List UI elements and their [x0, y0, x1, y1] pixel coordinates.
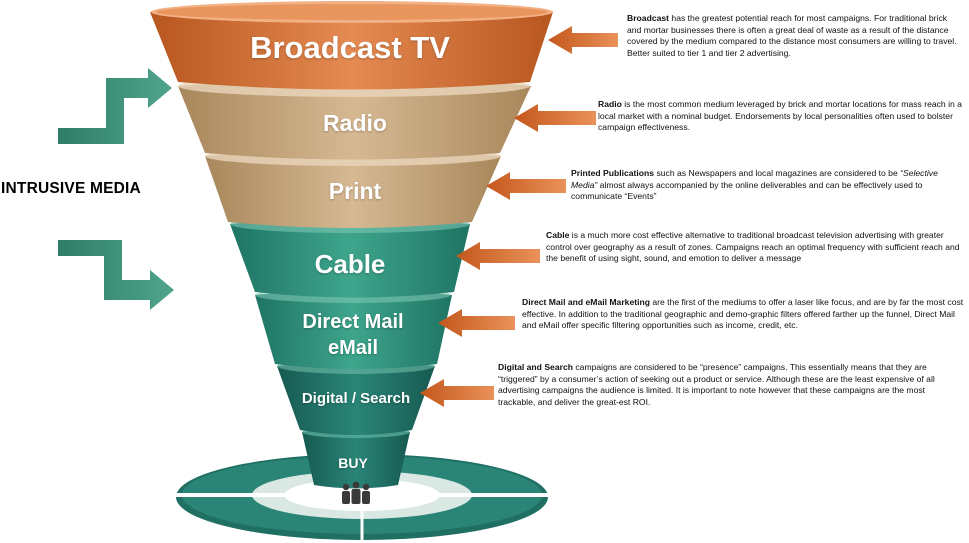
green-arrow-bottom [58, 240, 174, 310]
desc-print-body-2: almost always accompanied by the online … [571, 179, 923, 202]
desc-radio: Radio is the most common medium leverage… [598, 99, 964, 134]
desc-cable: Cable is a much more cost effective alte… [546, 230, 964, 265]
desc-print: Printed Publications such as Newspapers … [571, 168, 964, 203]
desc-broadcast-body: has the greatest potential reach for mos… [627, 13, 957, 58]
label-buy: BUY [338, 455, 368, 471]
desc-broadcast-lead: Broadcast [627, 13, 670, 23]
desc-print-emphasis: “Selective Media” [571, 168, 938, 190]
label-cable: Cable [314, 249, 386, 279]
desc-digital-body: campaigns are considered to be “presence… [498, 362, 935, 407]
desc-digital-lead: Digital and Search [498, 362, 573, 372]
desc-cable-lead: Cable [546, 230, 570, 240]
desc-radio-body: is the most common medium leveraged by b… [598, 99, 962, 133]
desc-print-body-1: such as Newspapers and local magazines a… [654, 168, 901, 178]
arrow-cable [456, 242, 540, 270]
label-radio: Radio [323, 110, 387, 136]
label-email: eMail [327, 337, 379, 359]
desc-broadcast: Broadcast has the greatest potential rea… [627, 13, 963, 59]
people-icon [342, 481, 370, 504]
label-print: Print [328, 178, 382, 204]
desc-cable-body: is a much more cost effective alternativ… [546, 230, 960, 264]
green-arrow-top [58, 68, 172, 144]
desc-print-lead: Printed Publications [571, 168, 655, 178]
arrow-print [486, 172, 566, 200]
desc-direct: Direct Mail and eMail Marketing are the … [522, 297, 964, 332]
arrow-direct [438, 309, 515, 337]
arrow-digital [420, 379, 494, 407]
funnel-segment-broadcast [150, 1, 553, 90]
label-digital-search: Digital / Search [301, 390, 411, 407]
label-direct-mail: Direct Mail [302, 311, 404, 333]
desc-digital: Digital and Search campaigns are conside… [498, 362, 964, 408]
desc-direct-lead: Direct Mail and eMail Marketing [522, 297, 650, 307]
arrow-broadcast [548, 26, 618, 54]
desc-radio-lead: Radio [598, 99, 622, 109]
intrusive-media-label: INTRUSIVE MEDIA [1, 180, 141, 197]
arrow-radio [514, 104, 596, 132]
label-broadcast-tv: Broadcast TV [250, 30, 450, 65]
desc-direct-body: are the first of the mediums to offer a … [522, 297, 964, 331]
